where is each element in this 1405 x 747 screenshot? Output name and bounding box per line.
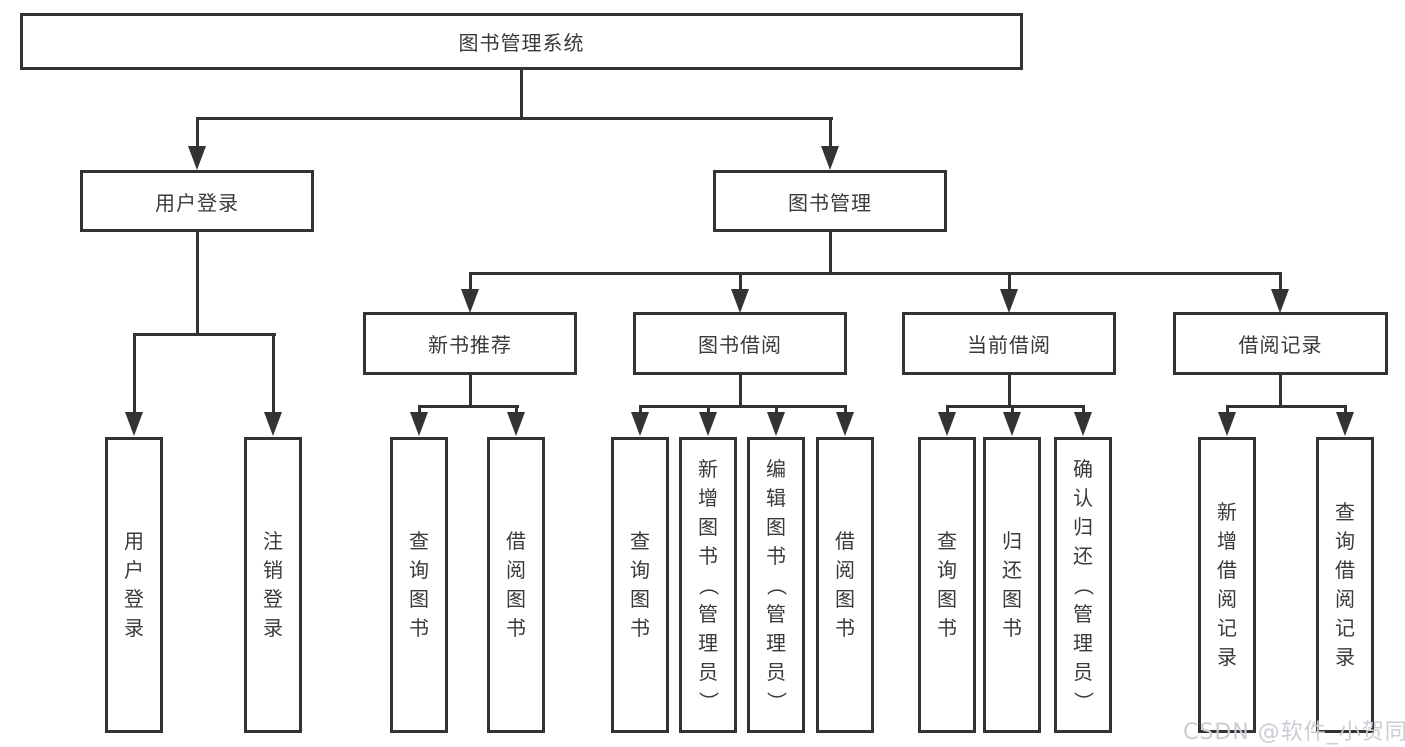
connector-line [639, 405, 847, 408]
connector-line [1008, 272, 1011, 292]
arrow-down-icon [1074, 412, 1092, 436]
connector-line [1279, 375, 1282, 408]
connector-line [775, 405, 778, 415]
arrow-down-icon [938, 412, 956, 436]
arrow-down-icon [1000, 289, 1018, 313]
leaf-logout: 注销登录 [244, 437, 302, 733]
connector-line [1279, 272, 1282, 292]
leaf-confirm-return-admin: 确认归还（管理员） [1054, 437, 1112, 733]
connector-line [515, 405, 518, 415]
connector-line [418, 405, 421, 415]
connector-line [520, 70, 523, 118]
connector-line [844, 405, 847, 415]
connector-line [1226, 405, 1229, 415]
connector-line [196, 117, 199, 149]
node-book-borrow: 图书借阅 [633, 312, 847, 375]
leaf-add-borrow-record: 新增借阅记录 [1198, 437, 1256, 733]
connector-line [133, 333, 276, 336]
arrow-down-icon [188, 146, 206, 170]
connector-line [196, 117, 833, 120]
arrow-down-icon [836, 412, 854, 436]
connector-line [1344, 405, 1347, 415]
arrow-down-icon [821, 146, 839, 170]
connector-line [1226, 405, 1347, 408]
leaf-query-books-current: 查询图书 [918, 437, 976, 733]
leaf-query-borrow-record: 查询借阅记录 [1316, 437, 1374, 733]
node-borrow-records: 借阅记录 [1173, 312, 1388, 375]
node-current-borrow: 当前借阅 [902, 312, 1116, 375]
leaf-borrow-books: 借阅图书 [816, 437, 874, 733]
arrow-down-icon [410, 412, 428, 436]
connector-line [946, 405, 1085, 408]
arrow-down-icon [507, 412, 525, 436]
connector-line [946, 405, 949, 415]
connector-line [1008, 375, 1011, 408]
arrow-down-icon [264, 412, 282, 436]
leaf-user-login: 用户登录 [105, 437, 163, 733]
connector-line [418, 405, 519, 408]
connector-line [469, 272, 472, 292]
connector-line [133, 333, 136, 415]
arrow-down-icon [767, 412, 785, 436]
connector-line [707, 405, 710, 415]
connector-line [829, 232, 832, 275]
arrow-down-icon [1336, 412, 1354, 436]
connector-line [469, 272, 1282, 275]
arrow-down-icon [1003, 412, 1021, 436]
leaf-query-books-borrow: 查询图书 [611, 437, 669, 733]
leaf-query-books-recommend: 查询图书 [390, 437, 448, 733]
arrow-down-icon [461, 289, 479, 313]
leaf-edit-books-admin: 编辑图书（管理员） [747, 437, 805, 733]
arrow-down-icon [1271, 289, 1289, 313]
leaf-return-books: 归还图书 [983, 437, 1041, 733]
connector-line [469, 375, 472, 408]
connector-line [739, 272, 742, 292]
watermark: CSDN @软件_小贺同学 [1183, 720, 1405, 745]
arrow-down-icon [731, 289, 749, 313]
arrow-down-icon [1218, 412, 1236, 436]
connector-line [739, 375, 742, 408]
arrow-down-icon [631, 412, 649, 436]
connector-line [1011, 405, 1014, 415]
arrow-down-icon [699, 412, 717, 436]
node-root: 图书管理系统 [20, 13, 1023, 70]
connector-line [829, 117, 832, 149]
connector-line [1082, 405, 1085, 415]
leaf-borrow-books-recommend: 借阅图书 [487, 437, 545, 733]
connector-line [272, 333, 275, 415]
connector-line [639, 405, 642, 415]
connector-line [196, 232, 199, 336]
leaf-add-books-admin: 新增图书（管理员） [679, 437, 737, 733]
arrow-down-icon [125, 412, 143, 436]
node-book-management: 图书管理 [713, 170, 947, 232]
node-user-login: 用户登录 [80, 170, 314, 232]
node-new-book-recommend: 新书推荐 [363, 312, 577, 375]
